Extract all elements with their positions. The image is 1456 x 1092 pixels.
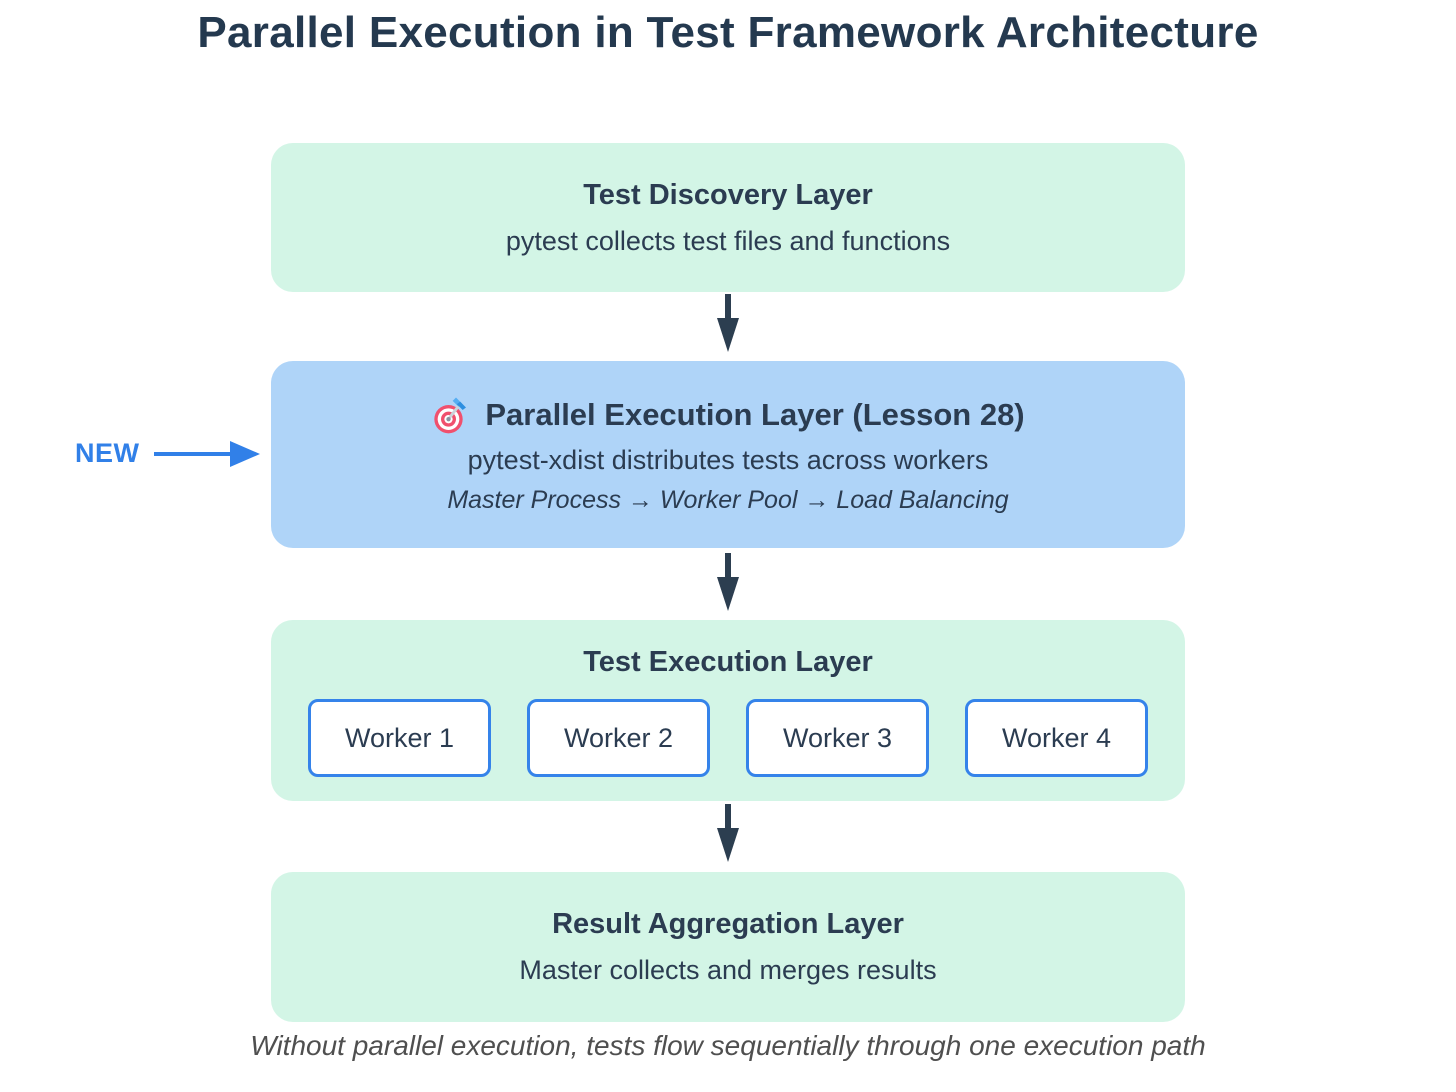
arrow-stem [725,553,731,577]
layer-title: Result Aggregation Layer [552,908,904,940]
worker-box-1: Worker 1 [308,699,491,777]
down-arrow-icon [717,804,739,862]
down-arrow-icon [717,294,739,352]
new-arrow-head-icon [229,440,260,467]
worker-box-4: Worker 4 [965,699,1148,777]
arrow-head [717,828,739,862]
worker-box-2: Worker 2 [527,699,710,777]
layer-subtitle: Master collects and merges results [519,955,937,985]
layer-heading-row: Parallel Execution Layer (Lesson 28) [431,395,1025,435]
layer-subtitle: pytest-xdist distributes tests across wo… [467,444,989,475]
worker-box-3: Worker 3 [746,699,929,777]
layer-title: Parallel Execution Layer (Lesson 28) [485,396,1025,432]
arrow-head [717,577,739,611]
layer-test-execution: Test Execution Layer Worker 1 Worker 2 W… [271,620,1185,801]
layer-parallel-execution: Parallel Execution Layer (Lesson 28) pyt… [271,361,1185,548]
layer-subtitle: pytest collects test files and functions [505,225,951,256]
new-arrow-line [153,451,230,456]
down-arrow-icon [717,553,739,611]
layer-title: Test Discovery Layer [583,178,873,211]
target-dart-icon [431,395,471,435]
arrow-head [717,318,739,352]
worker-row: Worker 1 Worker 2 Worker 3 Worker 4 [308,699,1148,777]
layer-detail: Master Process → Worker Pool → Load Bala… [447,485,1009,514]
page-title: Parallel Execution in Test Framework Arc… [197,8,1259,57]
footer-caption: Without parallel execution, tests flow s… [250,1030,1206,1061]
arrow-stem [725,294,731,318]
new-label: NEW [75,438,140,468]
new-callout: NEW [75,438,260,469]
arrow-stem [725,804,731,828]
layer-title: Test Execution Layer [583,646,873,678]
layer-result-aggregation: Result Aggregation Layer Master collects… [271,872,1185,1022]
layer-test-discovery: Test Discovery Layer pytest collects tes… [271,143,1185,292]
